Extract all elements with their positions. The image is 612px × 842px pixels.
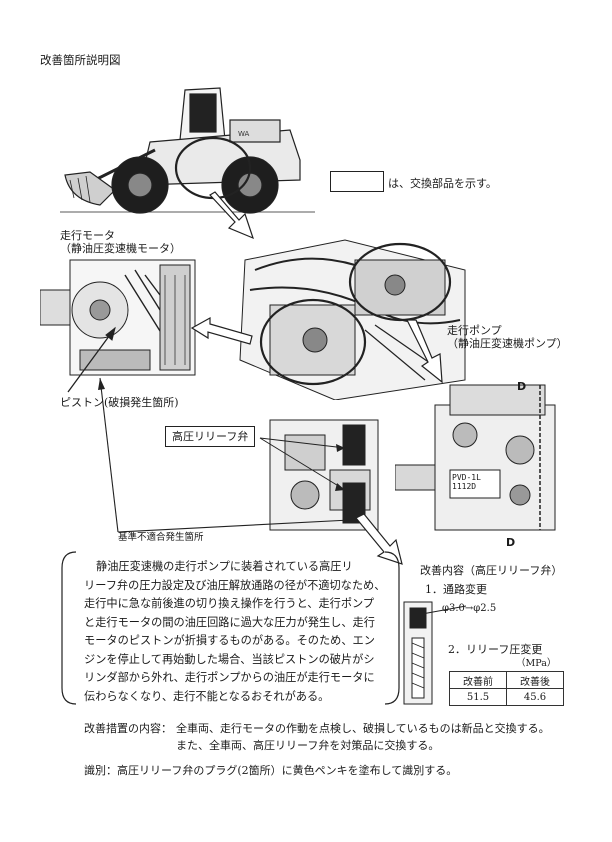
- relief-valve-pointer-lines-icon: [259, 437, 346, 491]
- page-title: 改善箇所説明図: [40, 53, 121, 67]
- piston-label: ピストン(破損発生箇所): [60, 396, 179, 409]
- measures-label: 改善措置の内容：: [84, 722, 172, 735]
- travel-pump-sublabel: （静油圧変速機ポンプ）: [447, 337, 568, 350]
- pump-plate-text: PVD-1L 1112D: [452, 473, 481, 491]
- wheel-loader-illustration: WA: [60, 87, 315, 214]
- identification-note: 識別：高圧リリーフ弁のプラグ(2箇所）に黄色ペンキを塗布して識別する。: [84, 764, 458, 777]
- section-mark-d-bottom: D: [506, 536, 516, 549]
- section-mark-d-top: D: [517, 380, 527, 393]
- table-header-row: 改善前 改善後: [449, 671, 564, 689]
- relief-valve-cross-section-drawing: [403, 601, 433, 705]
- nonconformity-label: 基準不適合発生箇所: [118, 532, 204, 543]
- description-brackets: [61, 551, 400, 705]
- svg-text:WA: WA: [238, 130, 250, 138]
- table-cell-after: 45.6: [506, 688, 564, 706]
- arrow-down-right-icon: [209, 191, 254, 240]
- hst-assembly-drawing: [239, 239, 466, 400]
- description-line: と走行モータの間の油圧回路に過大な圧力が発生し、走行: [84, 615, 375, 629]
- relief-valve-section-drawing: [269, 419, 379, 531]
- description-paragraph: 静油圧変速機の走行ポンプに装着されている高圧リ リーフ弁の圧力設定及び油圧解放通…: [84, 558, 385, 706]
- piston-pointer-arrow-icon: [67, 326, 116, 393]
- description-line: 走行中に急な前後進の切り換え操作を行うと、走行ポンプ: [84, 597, 375, 610]
- arrow-left-icon: [190, 316, 253, 345]
- description-line: 静油圧変速機の走行ポンプに装着されている高圧リ: [96, 560, 353, 573]
- improvement-title: 改善内容（高圧リリーフ弁）: [420, 564, 563, 577]
- travel-motor-sublabel: （静油圧変速機モータ）: [60, 242, 181, 255]
- table-header-before: 改善前: [449, 671, 507, 689]
- improvement-item-relief-pressure: 2．リリーフ圧変更: [448, 643, 543, 656]
- travel-motor-drawing: [40, 259, 196, 376]
- relief-pressure-table: 改善前 改善後 51.5 45.6: [449, 671, 564, 706]
- table-cell-before: 51.5: [449, 688, 507, 706]
- travel-pump-detail-drawing: [395, 384, 556, 531]
- description-line: 伝わらなくなり、走行不能となるおそれがある。: [84, 689, 330, 703]
- table-header-after: 改善後: [506, 671, 564, 689]
- description-line: モータのピストンが折損するものがある。そのため、エン: [84, 634, 375, 647]
- pressure-unit: （MPa）: [516, 658, 557, 669]
- measures-line-1: 全車両、走行モータの作動を点検し、破損しているものは新品と交換する。: [176, 722, 550, 735]
- travel-pump-label: 走行ポンプ: [447, 324, 502, 337]
- measures-line-2: また、全車両、高圧リリーフ弁を対策品に交換する。: [176, 739, 440, 752]
- replacement-part-legend-box: [330, 171, 384, 192]
- description-line: ジンを停止して再始動した場合、当該ピストンの破片がシ: [84, 652, 375, 666]
- description-line: リンダ部から外れ、走行ポンプからの油圧が走行モータに: [84, 671, 375, 684]
- travel-motor-label: 走行モータ: [60, 229, 115, 242]
- arrow-down-right-detail-icon: [355, 513, 403, 565]
- relief-valve-label: 高圧リリーフ弁: [165, 426, 256, 448]
- nonconformity-pointer-lines-icon: [98, 377, 351, 533]
- table-row: 51.5 45.6: [449, 688, 564, 706]
- legend-note: は、交換部品を示す。: [388, 177, 497, 190]
- passage-change-label: φ3.0→φ2.5: [442, 603, 497, 614]
- passage-pointer-line-icon: [421, 605, 467, 615]
- improvement-item-passage: 1．通路変更: [425, 583, 487, 596]
- arrow-down-icon: [406, 319, 443, 384]
- description-line: リーフ弁の圧力設定及び油圧解放通路の径が不適切なため、: [84, 578, 386, 592]
